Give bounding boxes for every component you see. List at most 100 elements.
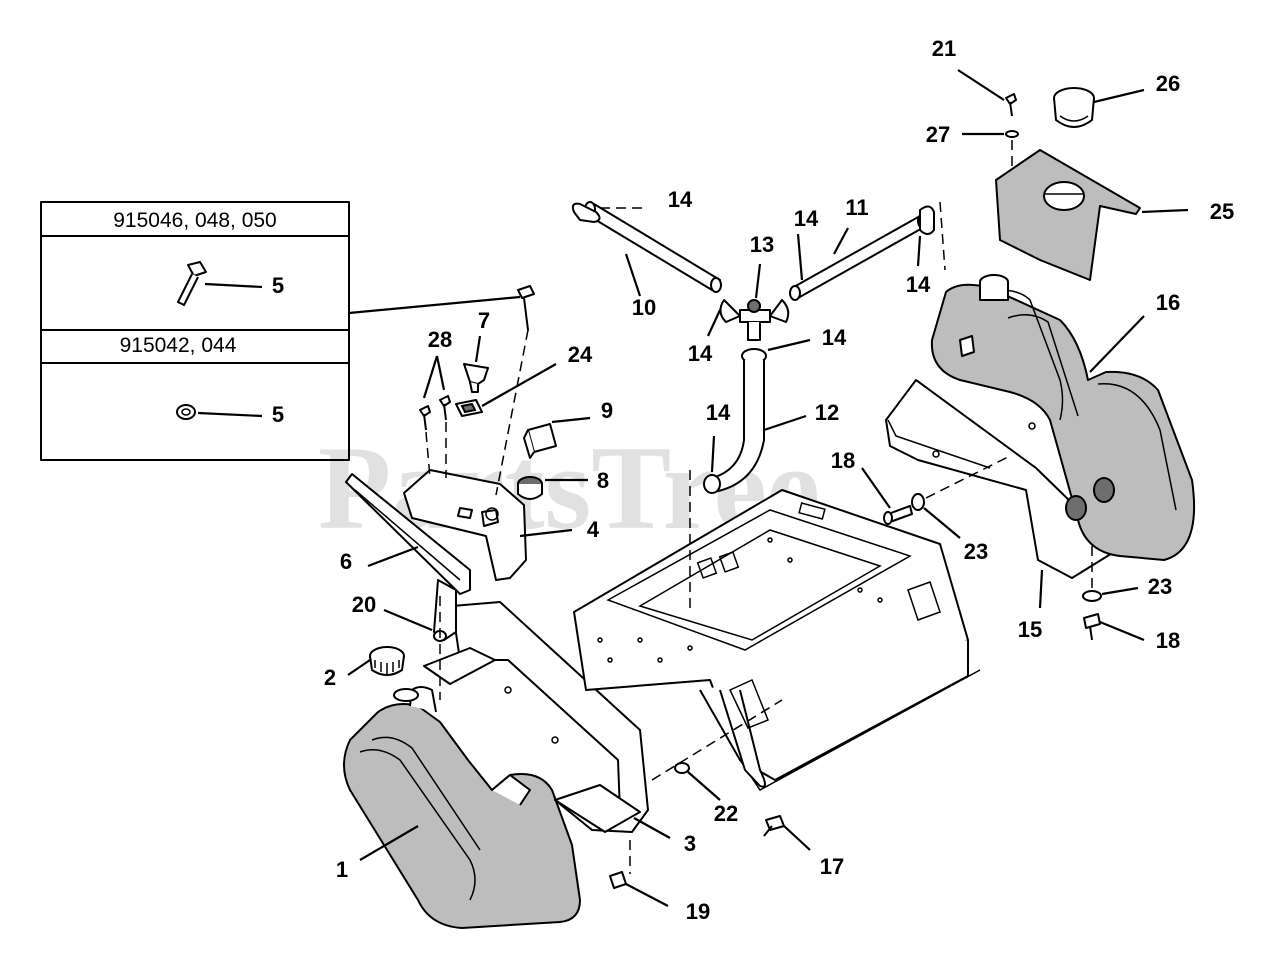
callout-18b: 18	[1156, 628, 1180, 653]
leader-line	[923, 507, 961, 539]
leader-line	[783, 825, 811, 851]
bolt-19	[609, 871, 627, 889]
callout-3: 3	[684, 831, 696, 856]
model-group-b-label: 915042, 044	[120, 334, 237, 357]
callout-12: 12	[815, 400, 839, 425]
leader-line	[916, 235, 922, 267]
bushing	[517, 476, 543, 500]
leader-line	[624, 253, 642, 297]
leader-line	[763, 414, 807, 432]
leader-line	[359, 825, 419, 861]
left-bracket-plate	[423, 601, 649, 833]
callout-13: 13	[750, 232, 774, 257]
leader-line	[422, 355, 439, 399]
right-fender	[930, 274, 1196, 561]
callout-10: 10	[632, 295, 656, 320]
bolt-18-side	[883, 505, 913, 525]
callout-5b: 5	[272, 402, 284, 427]
leader-line	[767, 338, 811, 352]
bolt-18-bottom	[1083, 613, 1101, 641]
bolt-17	[763, 815, 785, 837]
leader-line	[551, 416, 591, 424]
callout-2: 2	[324, 665, 336, 690]
callout-22: 22	[714, 801, 738, 826]
right-bracket-plate	[885, 379, 1115, 579]
dashed-guide	[939, 201, 946, 271]
callout-8: 8	[597, 468, 609, 493]
callout-7: 7	[478, 308, 490, 333]
callout-11: 11	[845, 195, 868, 220]
callout-14c: 14	[906, 272, 931, 297]
callout-16: 16	[1156, 290, 1180, 315]
leader-line	[435, 355, 446, 391]
callout-21: 21	[932, 36, 956, 61]
hose-11	[789, 205, 935, 301]
leader-line	[1093, 88, 1145, 104]
callout-14e: 14	[822, 325, 847, 350]
leader-line	[474, 335, 482, 363]
leader-line	[796, 233, 804, 281]
callout-14b: 14	[794, 206, 819, 231]
knob	[463, 363, 489, 393]
control-housing	[403, 469, 527, 581]
tee-fitting	[719, 299, 790, 341]
leader-line	[707, 309, 721, 337]
callout-9: 9	[601, 398, 613, 423]
callout-5a: 5	[272, 273, 284, 298]
pin-icon	[517, 285, 535, 331]
callout-23a: 23	[964, 539, 988, 564]
leader-line	[347, 659, 371, 676]
plug-part-icon	[176, 404, 196, 420]
bracket-clip	[523, 423, 557, 459]
callout-6: 6	[340, 549, 352, 574]
callout-14a: 14	[668, 187, 693, 212]
callout-4: 4	[587, 517, 600, 542]
leader-line	[383, 608, 433, 632]
callout-1: 1	[336, 857, 348, 882]
washer-23-bottom	[1082, 590, 1102, 602]
washer-23-side	[911, 493, 925, 511]
leader-line	[519, 528, 573, 538]
leader-line	[1101, 586, 1139, 596]
callout-18a: 18	[831, 448, 855, 473]
dashed-guide	[651, 699, 783, 781]
callout-17: 17	[820, 854, 844, 879]
callout-14f: 14	[706, 400, 731, 425]
callout-27: 27	[926, 122, 950, 147]
hose-12	[703, 348, 767, 494]
leader-line	[197, 411, 263, 418]
leader-line	[1038, 569, 1044, 609]
screw-21	[1005, 93, 1017, 117]
leader-line	[833, 227, 849, 255]
washer-27	[1005, 130, 1019, 138]
leader-line	[367, 545, 419, 568]
leader-line	[348, 295, 521, 315]
leader-line	[1099, 620, 1145, 642]
leader-line	[1141, 208, 1189, 214]
fuel-cap-right	[1053, 87, 1095, 128]
tank-cover	[995, 149, 1141, 281]
callout-23b: 23	[1148, 574, 1172, 599]
screws-28	[419, 395, 451, 431]
leader-line	[861, 467, 891, 509]
callout-20: 20	[352, 592, 376, 617]
callout-14d: 14	[688, 341, 713, 366]
leader-line	[754, 263, 762, 299]
left-fender	[343, 686, 581, 929]
callout-28: 28	[428, 327, 452, 352]
callout-25: 25	[1210, 199, 1234, 224]
dashed-guide	[425, 431, 431, 479]
callout-15: 15	[1018, 617, 1042, 642]
dashed-guide	[495, 329, 529, 496]
callout-24: 24	[568, 342, 593, 367]
leader-line	[204, 282, 263, 289]
washer-22	[674, 762, 690, 774]
model-group-a-label: 915046, 048, 050	[113, 209, 277, 232]
callout-19: 19	[686, 899, 710, 924]
main-frame	[573, 489, 981, 791]
leader-line	[633, 817, 671, 839]
pin-part-icon	[177, 261, 207, 306]
leader-line	[625, 883, 669, 907]
leader-line	[710, 435, 716, 473]
